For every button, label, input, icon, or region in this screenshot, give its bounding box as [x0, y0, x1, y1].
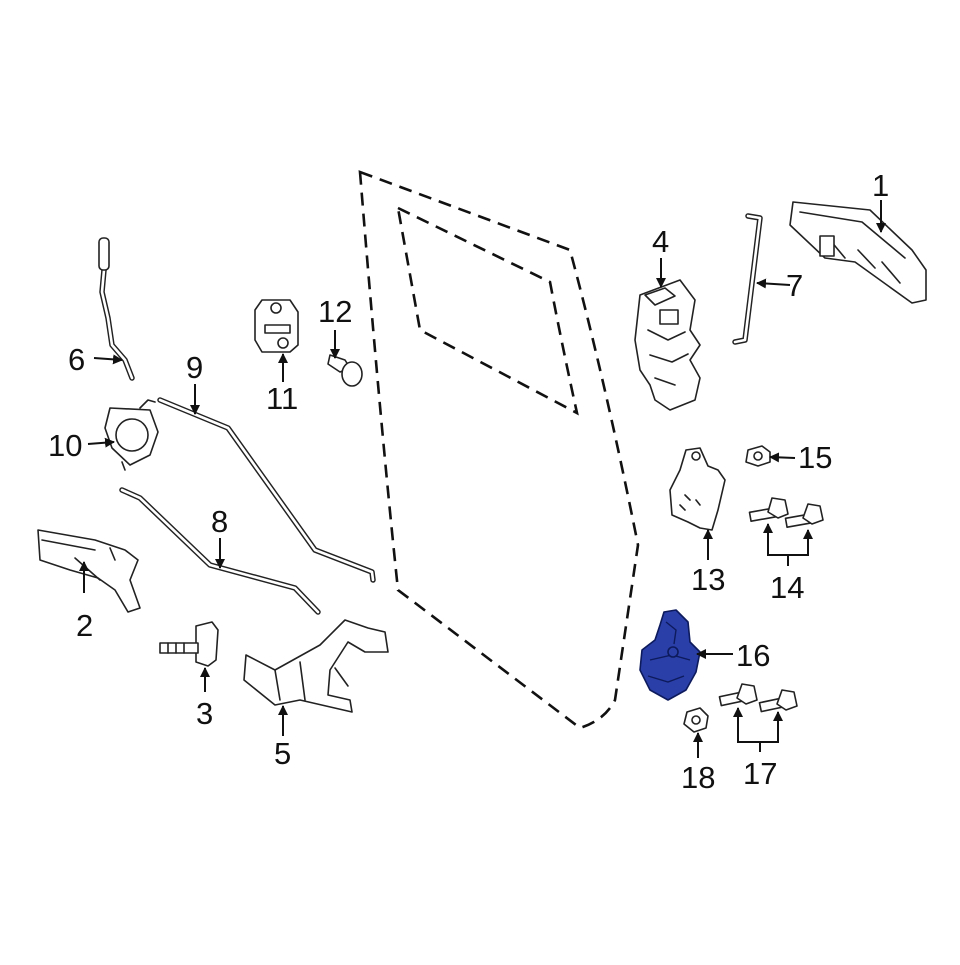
outside-handle — [789, 201, 927, 304]
control-rod-8 — [119, 487, 321, 615]
bolts-14 — [748, 497, 824, 528]
callout-4: 4 — [652, 224, 669, 259]
callout-16: 16 — [736, 638, 770, 673]
callout-18: 18 — [681, 760, 715, 795]
control-rod-9 — [157, 397, 376, 583]
striker-plate — [254, 299, 299, 353]
callout-7: 7 — [786, 268, 803, 303]
inside-handle-bracket — [37, 529, 141, 613]
control-rod-7 — [732, 213, 763, 345]
striker-pin — [327, 354, 363, 387]
nut-18 — [683, 707, 709, 733]
callout-3: 3 — [196, 696, 213, 731]
callout-12: 12 — [318, 294, 352, 329]
callout-17: 17 — [743, 756, 777, 791]
callout-9: 9 — [186, 350, 203, 385]
block-with-bolt — [159, 621, 219, 667]
callout-5: 5 — [274, 736, 291, 771]
callout-6: 6 — [68, 342, 85, 377]
highlighted-latch-part-16 — [639, 609, 701, 701]
callout-1: 1 — [872, 168, 889, 203]
door-latch — [634, 279, 701, 411]
callout-2: 2 — [76, 608, 93, 643]
callout-14: 14 — [770, 570, 804, 605]
handle-bezel-clip — [104, 399, 159, 471]
bolts-17 — [718, 683, 798, 713]
callout-8: 8 — [211, 504, 228, 539]
callout-labels: 1 2 3 4 5 6 7 8 9 10 11 12 13 14 15 16 1… — [48, 168, 889, 795]
callout-10: 10 — [48, 428, 82, 463]
door-bracket — [243, 619, 389, 713]
callout-13: 13 — [691, 562, 725, 597]
callout-15: 15 — [798, 440, 832, 475]
door-outline — [358, 170, 640, 730]
nut-15 — [745, 445, 771, 467]
callout-11: 11 — [266, 381, 298, 416]
mounting-bracket — [669, 447, 726, 531]
leader-lines — [79, 200, 886, 758]
lock-rod-6 — [98, 237, 135, 381]
